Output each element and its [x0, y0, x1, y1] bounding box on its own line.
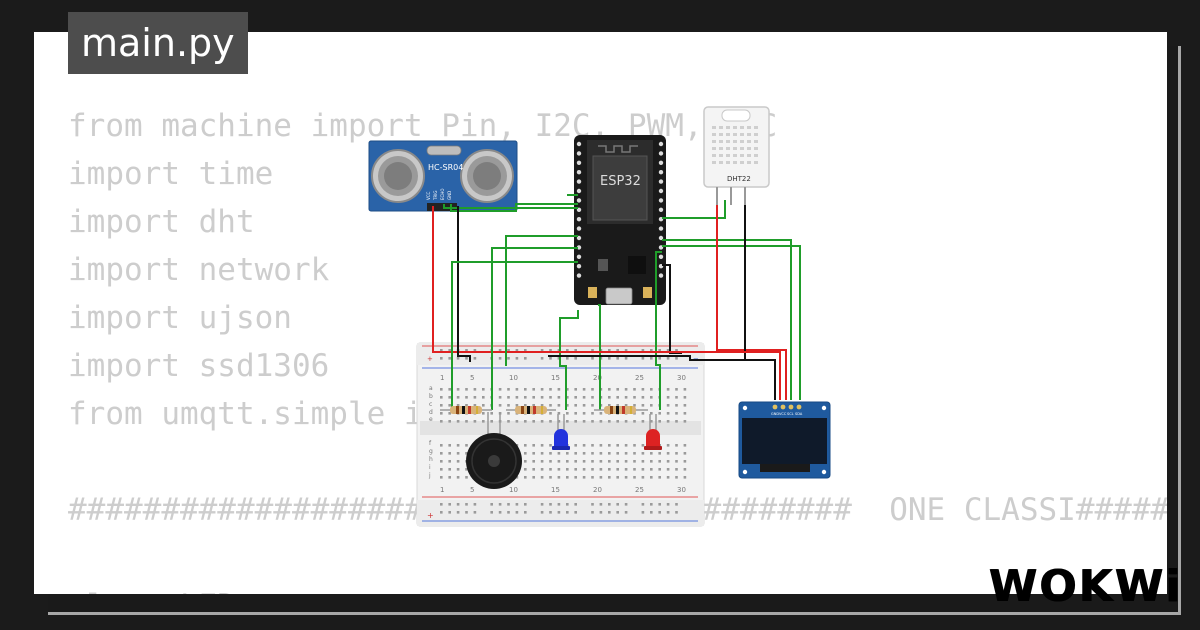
- code-line: from machine import Pin, I2C, PWM, ADC: [68, 108, 778, 144]
- dht22-sensor[interactable]: DHT22: [703, 106, 770, 205]
- bb-row-letter: c: [429, 401, 432, 408]
- oled-display[interactable]: GND VCC SCL SDA: [738, 401, 831, 479]
- dht22-label: DHT22: [727, 175, 751, 183]
- bb-col-num: 10: [509, 486, 518, 494]
- bb-col-num: 30: [677, 486, 686, 494]
- bb-col-num: 15: [551, 486, 560, 494]
- code-line: import ujson: [68, 300, 292, 336]
- bb-row-letter: e: [429, 416, 433, 423]
- bb-col-num: 25: [635, 374, 644, 382]
- bb-row-letter: h: [429, 456, 433, 463]
- rail-plus-label: +: [427, 511, 434, 520]
- code-line: import time: [68, 156, 274, 192]
- bb-col-num: 25: [635, 486, 644, 494]
- oled-pin-label: GND: [771, 412, 779, 416]
- bb-row-letter: j: [428, 472, 431, 479]
- esp32-devkit[interactable]: ESP32: [574, 135, 666, 305]
- resistors: [440, 406, 648, 414]
- hcsr04-pin-label: ECHO: [440, 189, 445, 200]
- bb-row-letter: a: [429, 385, 433, 392]
- bb-row-letter: g: [429, 448, 433, 455]
- led-blue[interactable]: [552, 414, 570, 450]
- wokwi-logo: WOKWi: [988, 561, 1182, 612]
- bb-col-num: 5: [470, 374, 474, 382]
- filename-tab[interactable]: main.py: [68, 12, 248, 74]
- bb-row-letter: b: [429, 393, 433, 400]
- bb-col-num: 30: [677, 374, 686, 382]
- bb-col-num: 10: [509, 374, 518, 382]
- code-line: import network: [68, 252, 330, 288]
- bb-col-num: 1: [440, 374, 444, 382]
- bb-row-letter: i: [429, 464, 431, 471]
- bb-col-num: 5: [470, 486, 474, 494]
- bb-col-num: 20: [593, 374, 602, 382]
- bb-col-num: 1: [440, 486, 444, 494]
- hcsr04-pin-label: VCC: [426, 191, 431, 200]
- code-line: import ssd1306: [68, 348, 330, 384]
- hcsr04-ultrasonic-sensor[interactable]: HC-SR04 VCC TRIG ECHO GND: [368, 140, 518, 212]
- code-line: import dht: [68, 204, 255, 240]
- hcsr04-pin-label: GND: [447, 191, 452, 200]
- hcsr04-pin-label: TRIG: [433, 190, 438, 201]
- bb-col-num: 15: [551, 374, 560, 382]
- led-red[interactable]: [644, 414, 662, 450]
- rail-plus-label: +: [427, 355, 433, 363]
- esp32-label: ESP32: [600, 174, 641, 189]
- resistor: [506, 406, 556, 414]
- hcsr04-label: HC-SR04: [428, 163, 463, 172]
- oled-pin-label: SCL: [787, 412, 794, 416]
- bb-row-letter: d: [429, 409, 433, 416]
- resistor: [594, 406, 648, 414]
- resistor: [440, 406, 492, 414]
- wires: [432, 194, 801, 410]
- oled-pin-label: VCC: [779, 412, 787, 416]
- oled-pin-label: SDA: [795, 412, 803, 416]
- code-line: class LED:: [68, 582, 1167, 594]
- bb-col-num: 20: [593, 486, 602, 494]
- buzzer[interactable]: [466, 412, 522, 489]
- bb-row-letter: f: [429, 440, 432, 447]
